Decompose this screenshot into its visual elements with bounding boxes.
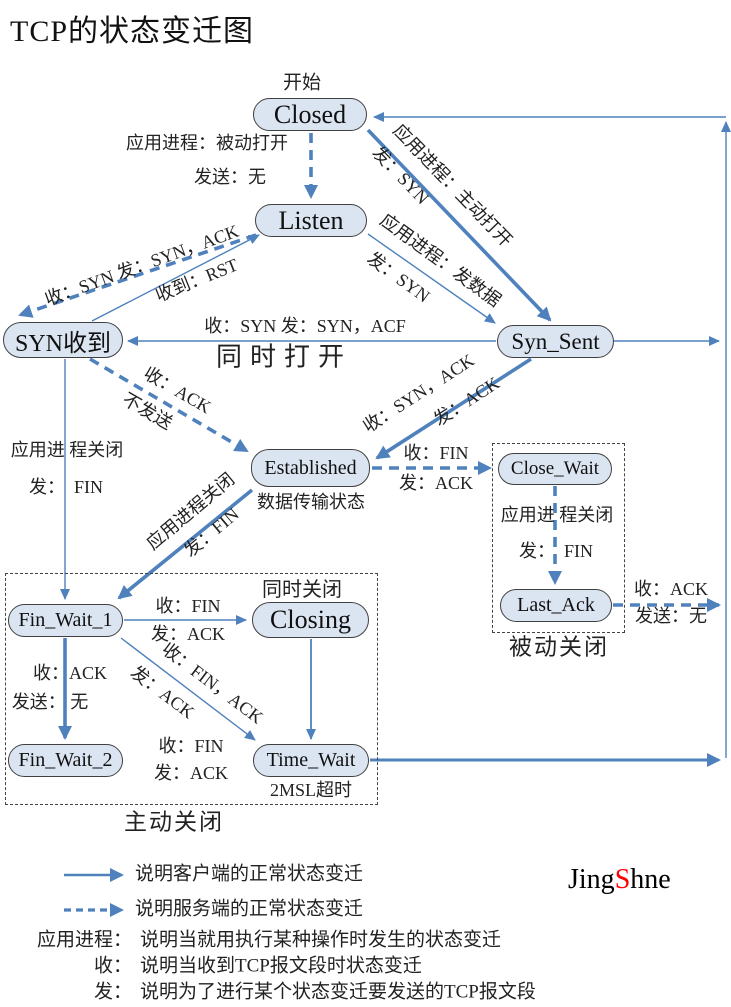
node-closing: Closing: [252, 602, 369, 638]
legend-recv-label: 收：: [93, 955, 132, 977]
node-time-wait: Time_Wait: [253, 744, 369, 777]
closewait-lastack-send: 发： FIN: [518, 541, 594, 562]
watermark-hne: hne: [630, 864, 671, 895]
finwait2-timewait-recv: 收：FIN: [158, 736, 224, 757]
timewait-sublabel: 2MSL超时: [269, 780, 353, 801]
edge-synrcvd-established: [89, 357, 249, 453]
node-syn-rcvd: SYN收到: [3, 322, 123, 358]
legend-app-label: 应用进程：: [36, 929, 132, 951]
simul-open-label: 同时打开: [215, 342, 353, 372]
watermark-jing: Jing: [568, 864, 615, 895]
est-closewait-send: 发：ACK: [398, 473, 474, 494]
edge-synrcvd-listen-rst: [91, 234, 260, 322]
edge-synsent-established: [375, 357, 532, 460]
lastack-return-send: 发送：无: [635, 606, 707, 627]
node-fin-wait-2: Fin_Wait_2: [8, 744, 123, 777]
node-listen: Listen: [255, 204, 367, 237]
start-label: 开始: [282, 72, 322, 94]
legend-app-text: 说明当就用执行某种操作时发生的状态变迁: [140, 929, 502, 951]
finwait1-closing-send: 发：ACK: [150, 624, 226, 645]
simul-close-label: 同时关闭: [262, 579, 342, 601]
edge-listen-synsent: [367, 233, 496, 324]
watermark: JingShne: [568, 864, 671, 896]
lastack-return-recv: 收：ACK: [633, 579, 709, 600]
legend-server-text: 说明服务端的正常状态变迁: [135, 898, 364, 920]
node-last-ack: Last_Ack: [500, 589, 612, 622]
finwait1-finwait2-recv: 收：ACK: [32, 663, 108, 684]
finwait1-closing-recv: 收：FIN: [155, 596, 221, 617]
edge-finwait1-timewait: [120, 637, 256, 741]
edge-established-finwait1: [117, 488, 254, 600]
node-fin-wait-1: Fin_Wait_1: [8, 604, 123, 637]
legend-send-text: 说明为了进行某个状态变迁要发送的TCP报文段: [140, 981, 536, 1003]
legend-recv-text: 说明当收到TCP报文段时状态变迁: [140, 955, 422, 977]
active-close-box: [5, 573, 378, 805]
active-close-label: 主动关闭: [124, 809, 224, 835]
node-closed: Closed: [253, 98, 367, 131]
synrcvd-finwait1-app: 应用进 程关闭: [10, 440, 124, 461]
node-syn-sent: Syn_Sent: [497, 325, 614, 358]
page-title: TCP的状态变迁图: [10, 15, 255, 48]
synrcvd-finwait1-send: 发： FIN: [28, 477, 104, 498]
passive-open-send: 发送：无: [194, 167, 266, 188]
node-established: Established: [251, 449, 370, 487]
passive-close-box: [492, 443, 625, 633]
node-close-wait: Close_Wait: [498, 453, 612, 485]
est-closewait-recv: 收：FIN: [403, 443, 469, 464]
legend-client-text: 说明客户端的正常状态变迁: [135, 863, 364, 885]
closewait-lastack-app: 应用进 程关闭: [500, 505, 614, 526]
finwait1-finwait2-send: 发送： 无: [11, 692, 89, 713]
watermark-s: S: [614, 864, 631, 895]
finwait2-timewait-send: 发：ACK: [153, 763, 229, 784]
simul-open-msg: 收：SYN 发：SYN，ACF: [204, 316, 406, 337]
legend-send-label: 发：: [93, 981, 132, 1003]
passive-close-label: 被动关闭: [509, 634, 609, 660]
edge-closed-synsent: [366, 128, 552, 322]
edge-listen-synrcvd: [18, 233, 257, 318]
passive-open-label: 应用进程：被动打开: [126, 133, 288, 154]
established-sublabel: 数据传输状态: [257, 492, 365, 513]
